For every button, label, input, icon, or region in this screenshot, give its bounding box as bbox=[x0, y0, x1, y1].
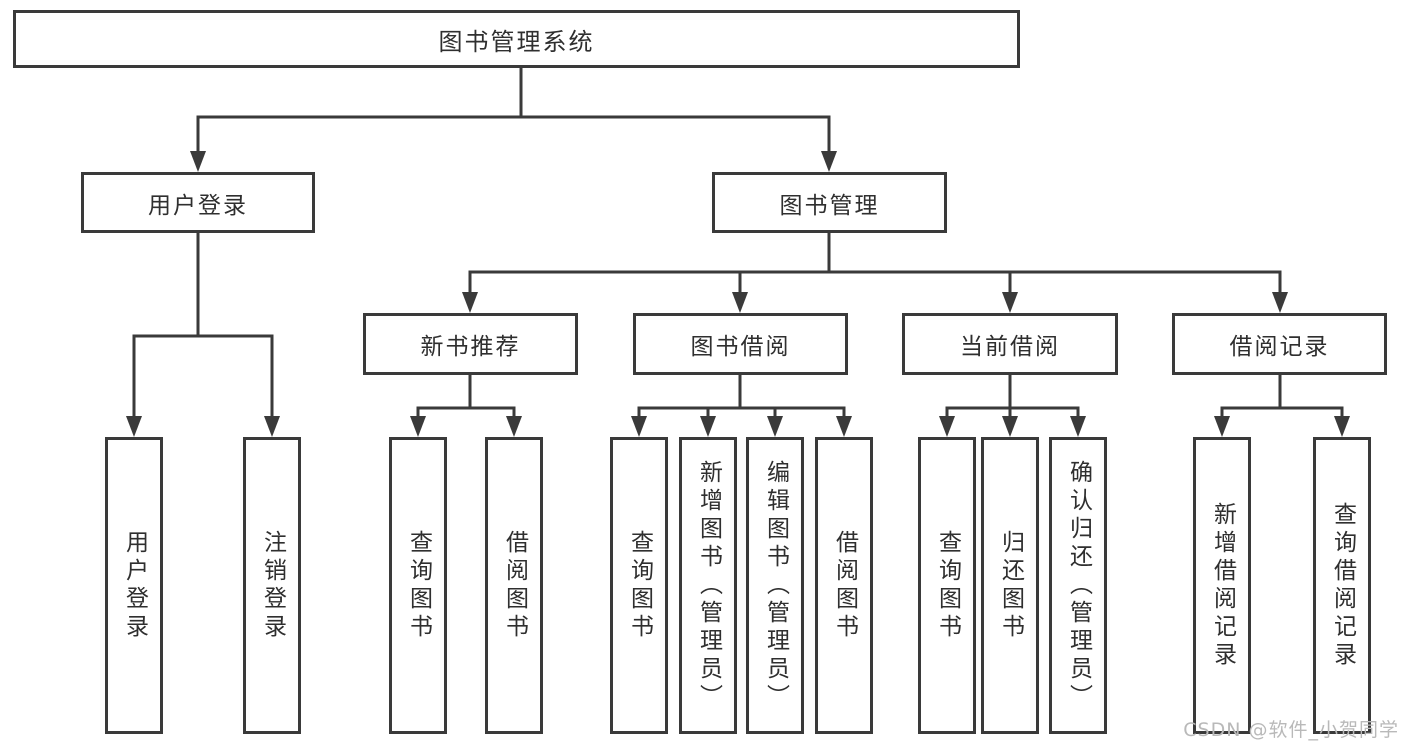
leaf-confirm-return-admin-label: 确认归还（管理员） bbox=[1065, 459, 1092, 712]
node-root: 图书管理系统 bbox=[13, 10, 1020, 68]
leaf-query-books-current: 查询图书 bbox=[918, 437, 976, 734]
leaf-query-books-borrow: 查询图书 bbox=[610, 437, 668, 734]
arrowheads bbox=[126, 151, 1350, 437]
leaf-add-borrow-record: 新增借阅记录 bbox=[1193, 437, 1251, 734]
leaf-borrow-books-label: 借阅图书 bbox=[831, 529, 858, 642]
leaf-borrow-books-recommend: 借阅图书 bbox=[485, 437, 543, 734]
leaf-borrow-books-recommend-label: 借阅图书 bbox=[501, 529, 528, 642]
leaf-edit-books-admin: 编辑图书（管理员） bbox=[746, 437, 804, 734]
node-book-borrow-label: 图书借阅 bbox=[690, 334, 791, 360]
leaf-logout: 注销登录 bbox=[243, 437, 301, 734]
leaf-return-books-label: 归还图书 bbox=[997, 529, 1024, 642]
leaf-query-books-borrow-label: 查询图书 bbox=[626, 529, 653, 642]
leaf-add-borrow-record-label: 新增借阅记录 bbox=[1209, 501, 1236, 670]
leaf-edit-books-admin-label: 编辑图书（管理员） bbox=[762, 459, 789, 712]
leaf-query-books-recommend-label: 查询图书 bbox=[405, 529, 432, 642]
leaf-query-books-recommend: 查询图书 bbox=[389, 437, 447, 734]
node-current-borrow: 当前借阅 bbox=[902, 313, 1118, 375]
node-new-book-recommend-label: 新书推荐 bbox=[420, 334, 521, 360]
node-current-borrow-label: 当前借阅 bbox=[960, 334, 1060, 360]
leaf-borrow-books: 借阅图书 bbox=[815, 437, 873, 734]
leaf-add-books-admin: 新增图书（管理员） bbox=[679, 437, 737, 734]
leaf-user-login: 用户登录 bbox=[105, 437, 163, 734]
leaf-query-books-current-label: 查询图书 bbox=[934, 529, 961, 642]
leaf-query-borrow-record-label: 查询借阅记录 bbox=[1329, 501, 1356, 670]
node-user-login-label: 用户登录 bbox=[148, 192, 248, 219]
leaf-query-borrow-record: 查询借阅记录 bbox=[1313, 437, 1371, 734]
leaf-confirm-return-admin: 确认归还（管理员） bbox=[1049, 437, 1107, 734]
leaf-add-books-admin-label: 新增图书（管理员） bbox=[695, 459, 722, 712]
csdn-watermark: CSDN @软件_小贺同学 bbox=[1183, 719, 1399, 741]
node-book-borrow: 图书借阅 bbox=[633, 313, 848, 375]
node-borrow-records: 借阅记录 bbox=[1172, 313, 1387, 375]
node-root-label: 图书管理系统 bbox=[438, 27, 595, 56]
leaf-user-login-label: 用户登录 bbox=[121, 529, 148, 642]
node-new-book-recommend: 新书推荐 bbox=[363, 313, 578, 375]
node-user-login: 用户登录 bbox=[81, 172, 315, 233]
node-book-management-label: 图书管理 bbox=[779, 192, 880, 219]
node-book-management: 图书管理 bbox=[712, 172, 947, 233]
leaf-logout-label: 注销登录 bbox=[259, 529, 286, 642]
node-borrow-records-label: 借阅记录 bbox=[1229, 334, 1330, 360]
leaf-return-books: 归还图书 bbox=[981, 437, 1039, 734]
